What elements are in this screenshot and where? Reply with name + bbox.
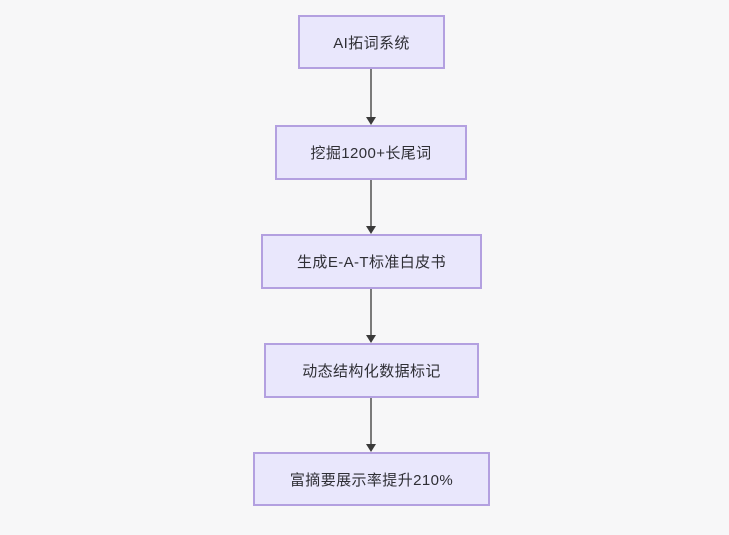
arrowhead-icon	[366, 444, 376, 452]
flow-node-label: 动态结构化数据标记	[302, 363, 441, 380]
flow-connector-4	[361, 398, 381, 452]
flow-node-3[interactable]: 生成E-A-T标准白皮书	[261, 234, 482, 289]
flow-node-label: 挖掘1200+长尾词	[310, 145, 432, 162]
flow-node-2[interactable]: 挖掘1200+长尾词	[275, 125, 467, 180]
flow-node-1[interactable]: AI拓词系统	[298, 15, 445, 69]
flow-connector-1	[361, 69, 381, 125]
arrowhead-icon	[366, 335, 376, 343]
connector-line	[370, 398, 372, 444]
flow-node-4[interactable]: 动态结构化数据标记	[264, 343, 479, 398]
flow-node-label: 富摘要展示率提升210%	[289, 471, 454, 489]
flow-node-5[interactable]: 富摘要展示率提升210%	[253, 452, 490, 506]
connector-line	[370, 69, 372, 117]
connector-line	[370, 289, 372, 335]
flow-connector-3	[361, 289, 381, 343]
flow-node-label: 生成E-A-T标准白皮书	[297, 254, 446, 271]
arrowhead-icon	[366, 226, 376, 234]
connector-line	[370, 180, 372, 226]
arrowhead-icon	[366, 117, 376, 125]
flow-node-label: AI拓词系统	[333, 34, 410, 52]
flow-connector-2	[361, 180, 381, 234]
